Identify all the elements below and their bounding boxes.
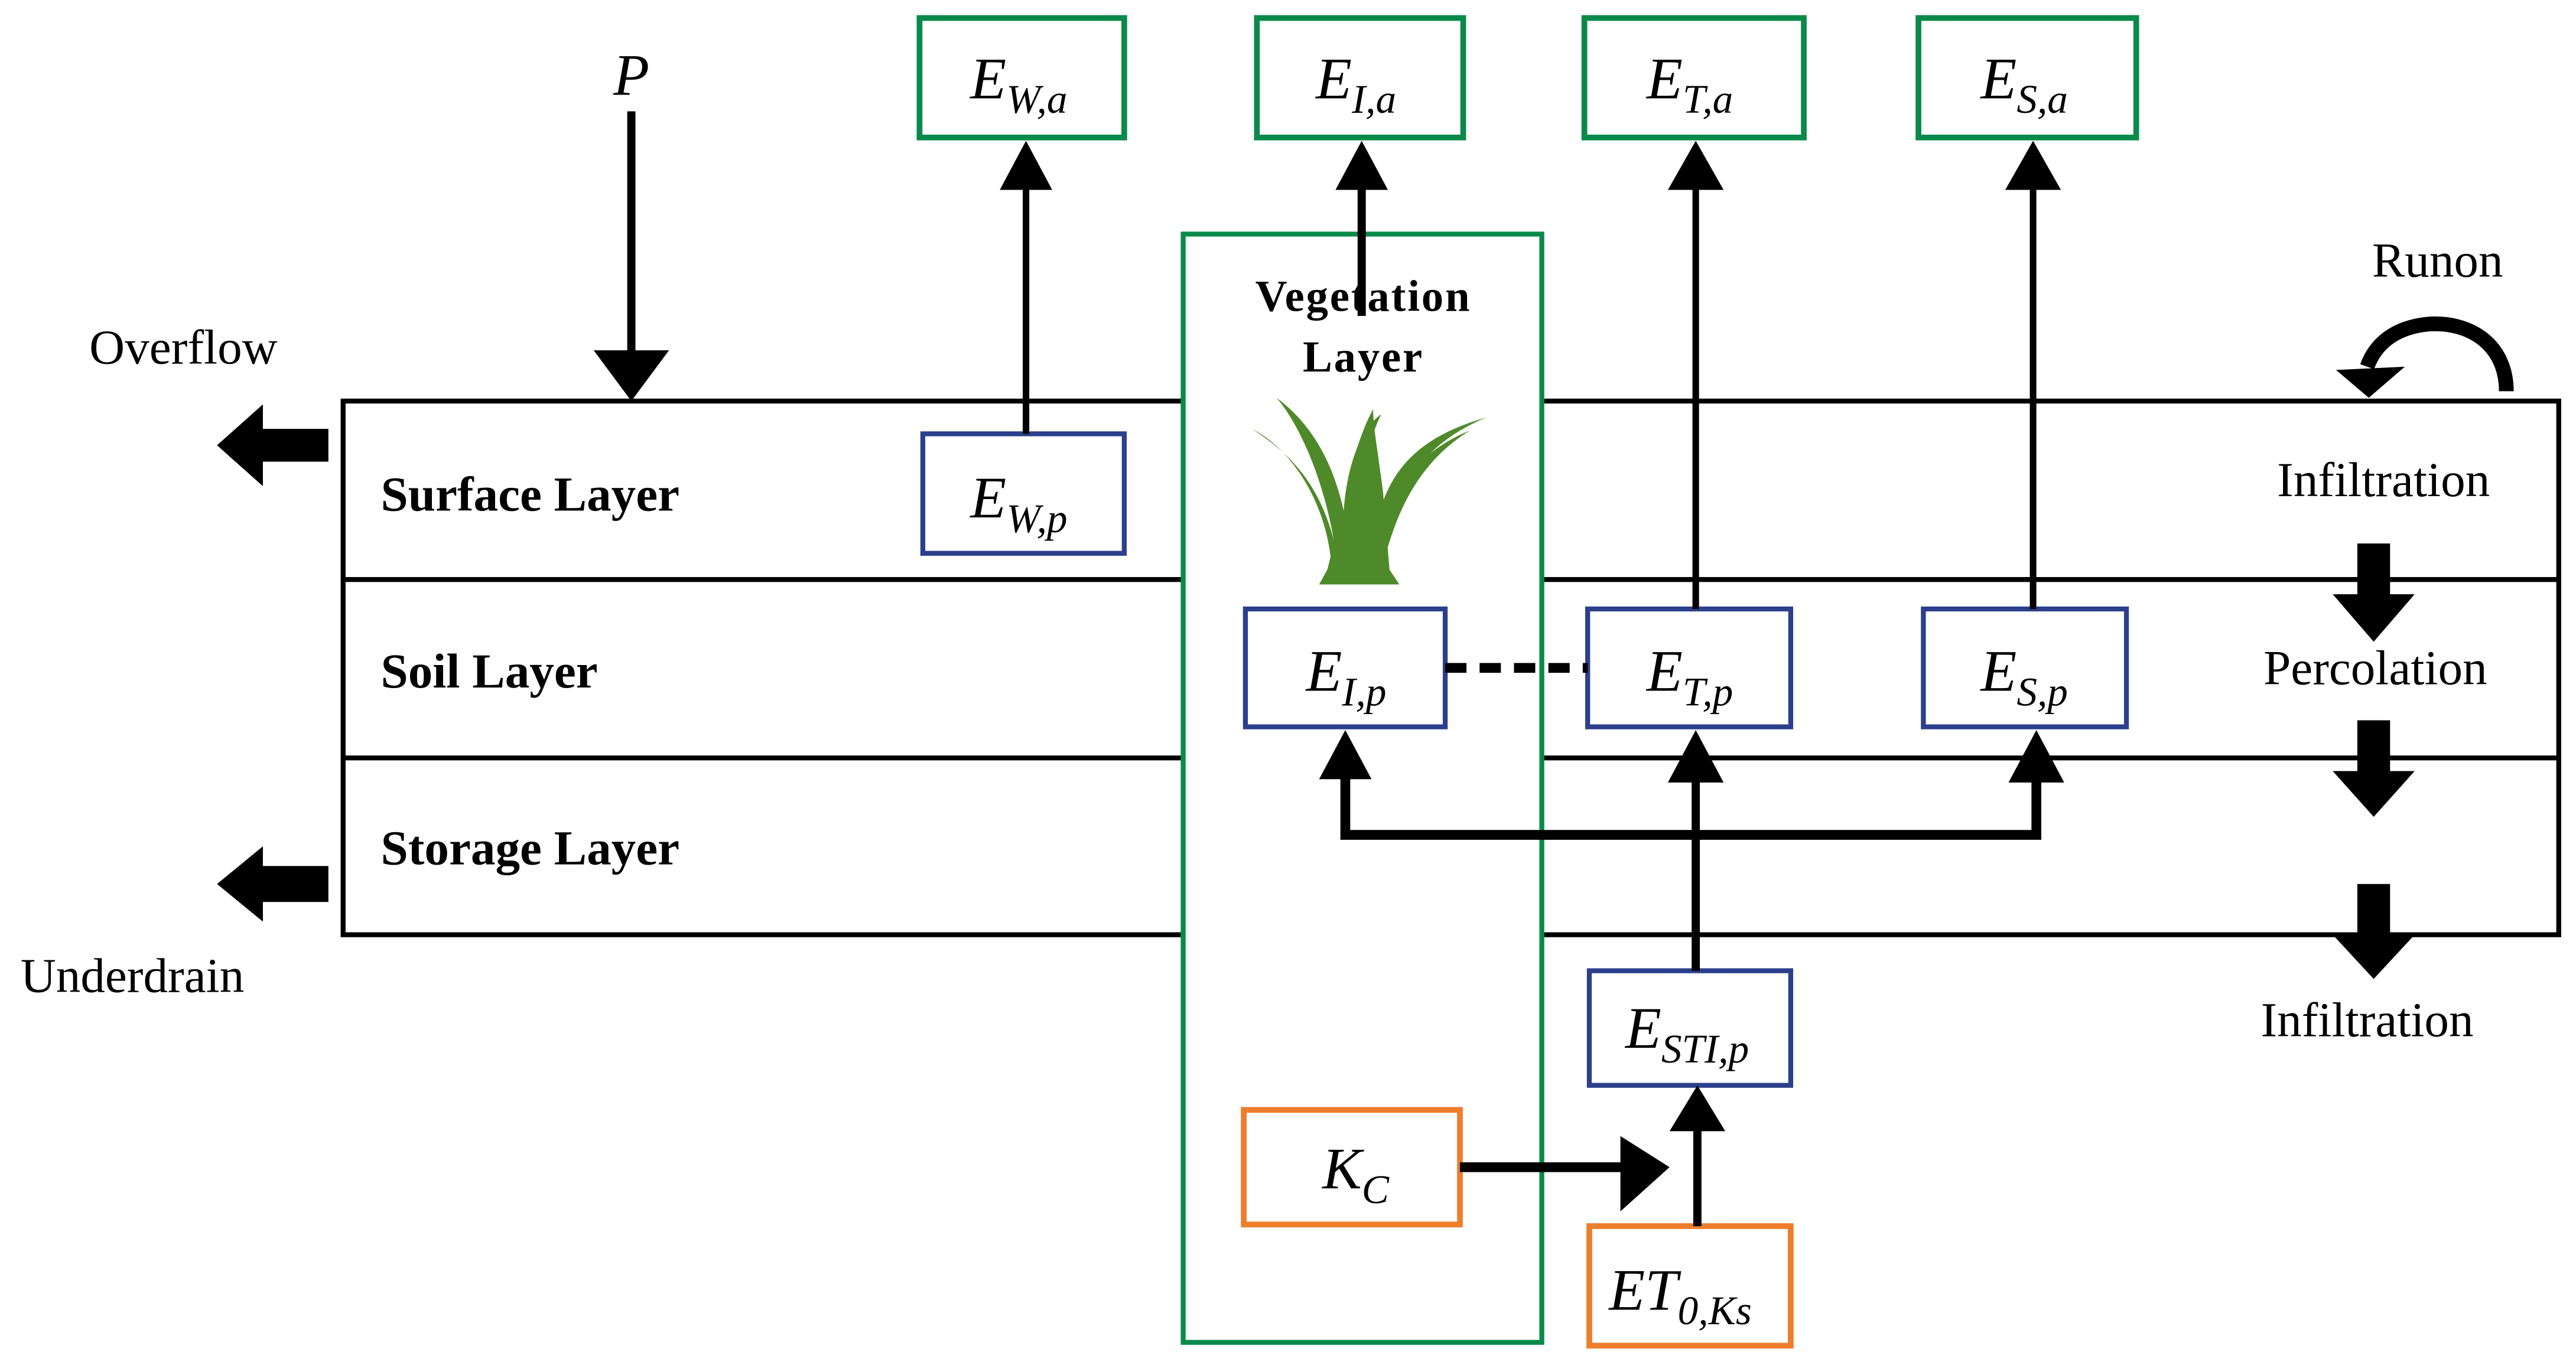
esa-base: E [1979,45,2016,111]
grass-plant-icon [1252,397,1487,585]
percolation-down-arrow [2333,720,2415,817]
deep-infiltration-down-arrow [2333,884,2415,979]
svg-text:ET0,Ks: ET0,Ks [1608,1257,1752,1333]
potential-evaporation-surface-box: EW,p [920,431,1127,556]
svg-text:EW,p: EW,p [969,465,1067,541]
kc-sub: C [1362,1167,1390,1212]
ewa-base: E [969,45,1006,111]
reference-et-arrow [1669,1085,1726,1226]
crop-coefficient-arrow [1460,1136,1670,1212]
runon-curved-arrow [2336,316,2514,398]
svg-text:ES,p: ES,p [1979,638,2068,715]
potential-soil-evaporation-box: ES,p [1921,606,2129,729]
estip-base: E [1624,995,1661,1061]
precipitation-label: P [613,43,649,108]
soil-layer-label: Soil Layer [381,644,598,698]
svg-text:ESTI,p: ESTI,p [1624,995,1749,1071]
percolation-label: Percolation [2263,641,2487,695]
esa-sub: S,a [2016,76,2068,122]
interception-arrow [1335,141,1388,316]
svg-text:KC: KC [1321,1136,1390,1212]
potential-total-et-box: ESTI,p [1586,968,1794,1088]
infiltration-down-arrow [2333,543,2415,642]
potential-et-distribution-arrows [1319,730,2064,971]
ewp-base: E [969,465,1006,530]
eip-sub: I,p [1341,669,1386,715]
ewp-sub: W,p [1006,496,1067,541]
kc-base: K [1321,1136,1364,1201]
esp-base: E [1979,638,2016,704]
actual-interception-box: EI,a [1254,15,1466,141]
svg-text:EI,a: EI,a [1315,45,1396,122]
actual-evaporation-surface-box: EW,a [916,15,1127,141]
eip-base: E [1305,638,1342,704]
transpiration-arrow [1668,141,1724,610]
etp-base: E [1645,638,1683,704]
reference-et-box: ET0,Ks [1586,1223,1794,1349]
soil-evaporation-arrow [2005,141,2061,610]
infiltration-top-label: Infiltration [2277,452,2490,507]
svg-text:ES,a: ES,a [1979,45,2068,122]
etp-sub: T,p [1683,669,1733,715]
vegetation-layer-label-line2: Layer [1303,333,1424,382]
svg-text:EI,p: EI,p [1305,638,1386,715]
eia-base: E [1315,45,1352,111]
ewa-sub: W,a [1006,76,1067,122]
underdrain-arrow [217,846,328,922]
overflow-arrow [217,404,328,487]
svg-text:ET,p: ET,p [1645,638,1733,715]
overflow-label: Overflow [89,320,278,374]
crop-coefficient-box: KC [1241,1107,1463,1228]
runon-label: Runon [2372,233,2503,287]
infiltration-bottom-label: Infiltration [2260,992,2473,1047]
underdrain-label: Underdrain [21,949,245,1003]
precipitation-arrow [593,111,669,402]
svg-text:ET,a: ET,a [1645,45,1733,122]
potential-interception-box: EI,p [1243,606,1448,729]
eta-base: E [1645,45,1683,111]
esp-sub: S,p [2016,669,2068,715]
svg-text:EW,a: EW,a [969,45,1067,122]
eta-sub: T,a [1683,76,1733,122]
actual-transpiration-box: ET,a [1581,15,1807,141]
storage-layer-label: Storage Layer [381,820,680,875]
actual-soil-evaporation-box: ES,a [1915,15,2139,141]
eia-sub: I,a [1351,76,1396,122]
et0-base: ET [1608,1257,1681,1322]
surface-evaporation-arrow [1000,141,1052,434]
et0-sub: 0,Ks [1678,1288,1752,1333]
estip-sub: STI,p [1661,1026,1749,1071]
surface-layer-label: Surface Layer [381,467,680,522]
potential-transpiration-box: ET,p [1585,606,1794,729]
